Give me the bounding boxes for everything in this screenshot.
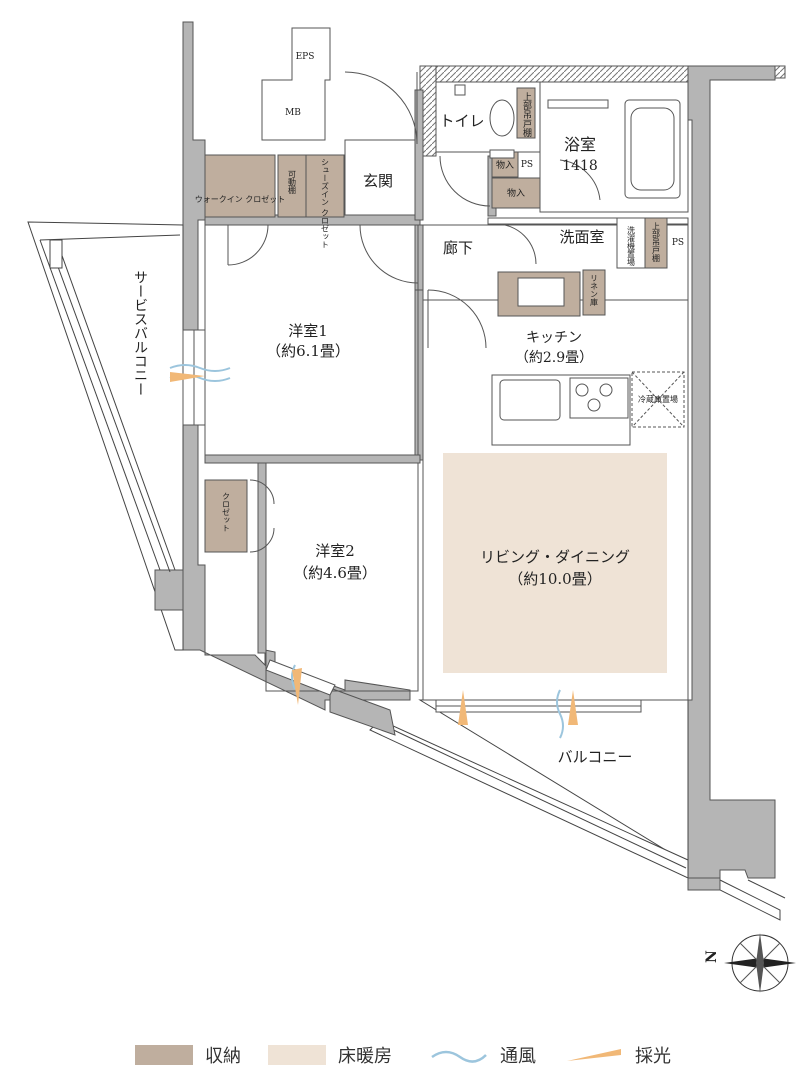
storage-small2-block: [491, 177, 541, 209]
service-balcony-rail: [39, 239, 176, 573]
washer-space: [616, 217, 646, 269]
room-labels: EPS MB トイレ 上部吊戸棚 浴室 1418 PS PS 物入 物入 玄関 …: [132, 52, 684, 766]
floor-heating-area: [443, 453, 667, 673]
linen-label: リネン庫: [590, 274, 599, 307]
legend-item-floor-heating: 床暖房: [268, 1040, 392, 1070]
closet-label: クロゼット: [222, 492, 231, 532]
fridge-label: 冷蔵庫置場: [638, 394, 678, 404]
legend-item-storage: 収納: [135, 1040, 241, 1070]
shoes-closet-block: [305, 154, 345, 218]
walkin-closet-label: ウォークイン クロゼット: [195, 194, 286, 204]
washer-space-label: 洗濯機置場: [627, 225, 636, 267]
eps-label: EPS: [296, 52, 315, 62]
walkin-closet-block: [204, 154, 276, 218]
linen-block: [582, 269, 606, 316]
room2-label: 洋室2: [315, 542, 355, 560]
kitchen-label: キッチン: [526, 330, 582, 346]
toilet-shelf-block: [516, 87, 536, 139]
room2-size-label: （約4.6畳）: [293, 564, 377, 582]
kitchen-size-label: （約2.9畳）: [515, 350, 593, 366]
washer-shelf-label: 上部吊戸棚: [652, 222, 661, 263]
legend-swatch-floor-heating: [268, 1045, 326, 1065]
legend-item-daylight: 採光: [565, 1040, 671, 1070]
legend-label-storage: 収納: [205, 1046, 241, 1067]
compass: N: [704, 933, 796, 993]
toilet-bowl: [489, 99, 515, 137]
movable-shelf-label: 可動棚: [288, 170, 297, 195]
living-label: リビング・ダイニング: [480, 548, 630, 566]
movable-shelf-block: [277, 154, 307, 218]
compass-north-label: N: [704, 950, 720, 963]
wave-icon: [431, 1050, 487, 1063]
storage-areas: [204, 87, 668, 553]
living-size-label: （約10.0畳）: [508, 570, 601, 588]
fixtures: [454, 84, 685, 446]
legend: 収納 床暖房 通風 採光: [0, 1040, 810, 1070]
stove: [569, 377, 629, 419]
storage-small1-label: 物入: [496, 159, 514, 171]
hallway-label: 廊下: [443, 239, 473, 257]
room1-label: 洋室1: [288, 322, 328, 340]
mb-label: MB: [285, 108, 301, 118]
legend-label-ventilation: 通風: [500, 1046, 536, 1067]
room1-size-label: （約6.1畳）: [266, 342, 350, 360]
closet-block: [204, 479, 248, 553]
legend-label-floor-heating: 床暖房: [338, 1046, 392, 1067]
service-balcony-label: サービスバルコニー: [132, 270, 148, 396]
toilet-label: トイレ: [439, 112, 484, 130]
bath-size-label: 1418: [562, 158, 598, 174]
washroom-label: 洗面室: [559, 228, 604, 246]
airflow-light-markers: [169, 364, 578, 739]
legend-swatch-storage: [135, 1045, 193, 1065]
balcony-label: バルコニー: [558, 748, 633, 766]
entrance-label: 玄関: [363, 172, 393, 190]
legend-item-ventilation: 通風: [430, 1040, 536, 1070]
storage-small2-label: 物入: [507, 187, 525, 199]
shoes-closet-label: シューズイン クロゼット: [321, 158, 330, 249]
light-beam-icon: [567, 1049, 621, 1061]
kitchen-sink: [499, 379, 561, 421]
bath-label: 浴室: [564, 135, 596, 154]
legend-label-daylight: 採光: [635, 1046, 671, 1067]
ps-label-1: PS: [521, 160, 533, 170]
ps-label-2: PS: [672, 238, 684, 248]
doors: [227, 71, 601, 553]
toilet-shelf-label: 上部吊戸棚: [521, 92, 532, 138]
